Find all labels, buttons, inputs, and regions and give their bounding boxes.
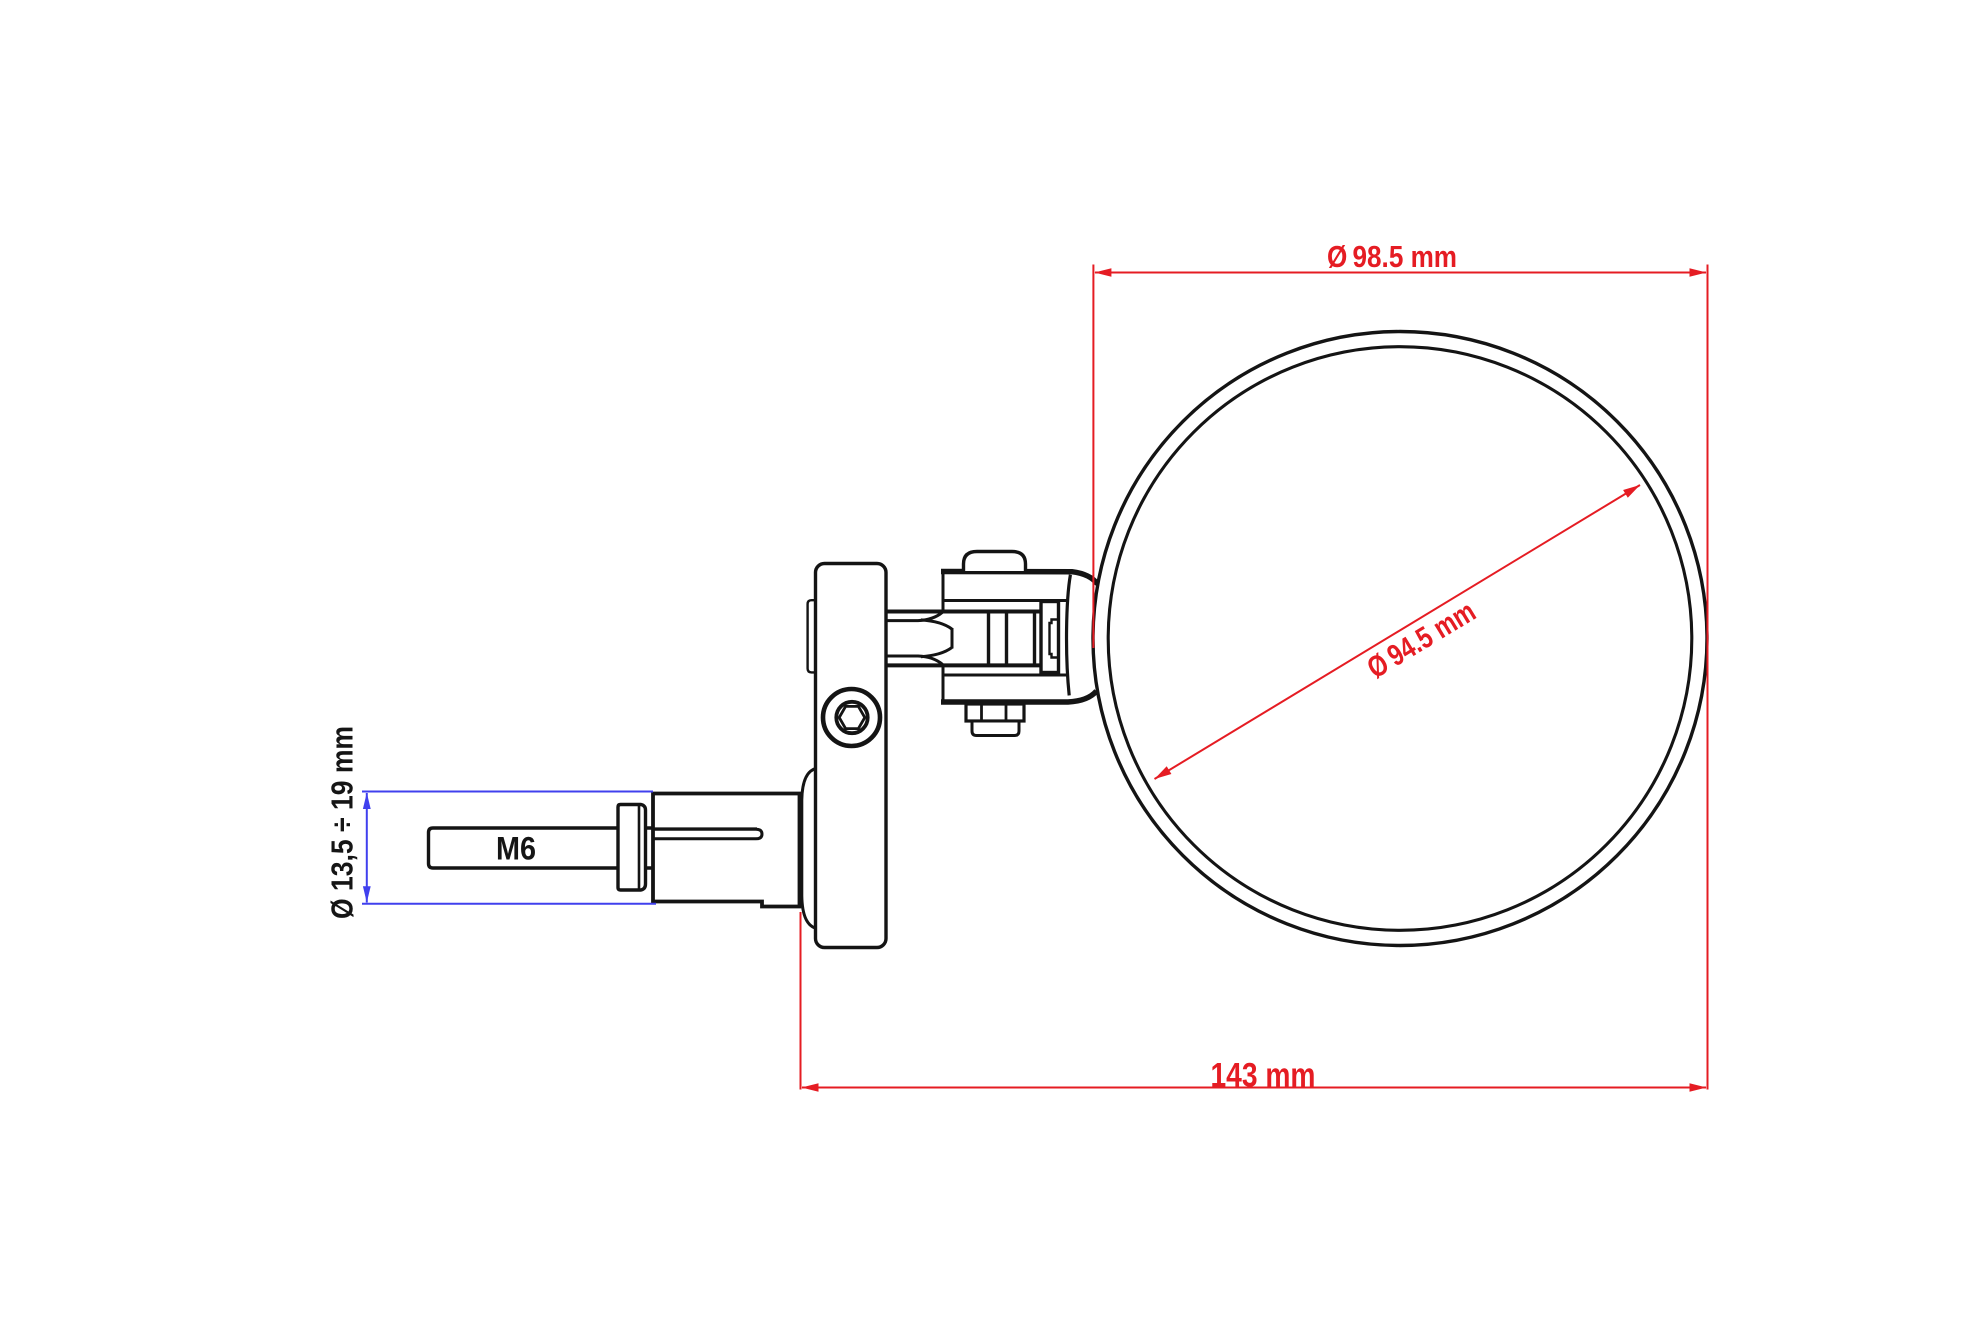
svg-text:M6: M6 <box>496 831 536 867</box>
svg-text:Ø 98.5 mm: Ø 98.5 mm <box>1327 240 1457 274</box>
svg-text:143 mm: 143 mm <box>1211 1057 1316 1095</box>
svg-text:Ø 13,5 ÷ 19 mm: Ø 13,5 ÷ 19 mm <box>325 726 360 919</box>
